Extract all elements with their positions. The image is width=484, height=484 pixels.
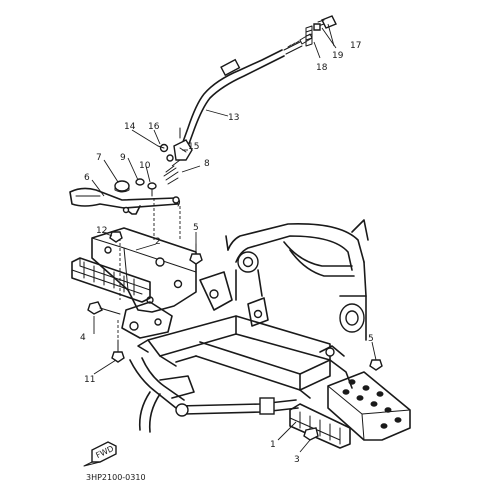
- footrest-mount-plate: [121, 301, 173, 339]
- callout-5-lower: 5: [368, 334, 374, 344]
- callout-3: 3: [294, 455, 300, 465]
- callout-2: 2: [155, 237, 161, 247]
- callout-19: 19: [332, 51, 344, 61]
- brake-pedal-6: [69, 187, 181, 215]
- brake-cable-13: [179, 33, 313, 153]
- callout-12: 12: [96, 226, 107, 236]
- pin-10: [147, 182, 157, 197]
- bolt-12: [109, 231, 123, 243]
- figure-code: 3HP2100-0310: [86, 473, 146, 482]
- callout-15: 15: [188, 142, 199, 152]
- callout-11: 11: [84, 375, 95, 385]
- callout-13: 13: [228, 113, 239, 123]
- bolt-11: [111, 339, 125, 363]
- callout-16: 16: [148, 122, 160, 132]
- pedal-cap-7: [114, 180, 130, 193]
- footrest-bracket-2: [91, 227, 197, 313]
- bolt-3: [303, 427, 319, 441]
- callout-10: 10: [139, 161, 151, 171]
- callout-14: 14: [124, 122, 136, 132]
- bolt-4: [87, 301, 121, 315]
- frame-assembly: [129, 219, 369, 433]
- washer-9: [135, 178, 145, 186]
- callout-6: 6: [84, 173, 90, 183]
- frame-gusset: [259, 397, 275, 415]
- leader-lines: [91, 23, 377, 453]
- callout-8: 8: [204, 159, 210, 169]
- cable-adjuster-parts: [305, 15, 337, 47]
- footrest-peg-right: [289, 403, 351, 449]
- callout-9: 9: [120, 153, 126, 163]
- callout-5-upper: 5: [193, 223, 199, 233]
- adjuster-nut-17: [321, 15, 337, 29]
- lock-nut-19: [313, 23, 321, 31]
- callout-4: 4: [80, 333, 86, 343]
- footrest-right-1: [327, 371, 411, 441]
- footrest-peg-left: [71, 257, 151, 303]
- forward-direction-arrow: FWD: [83, 441, 117, 467]
- callout-18: 18: [316, 63, 328, 73]
- spring-8: [163, 159, 181, 185]
- bolt-5-upper: [189, 243, 203, 265]
- callout-17: 17: [350, 41, 361, 51]
- callout-7: 7: [96, 153, 102, 163]
- callout-labels: 17 19 18 13 14 16 15 8 7 9 10 6 12 2 5 4…: [80, 41, 374, 465]
- bolt-5-lower: [369, 359, 383, 371]
- callout-1: 1: [270, 440, 276, 450]
